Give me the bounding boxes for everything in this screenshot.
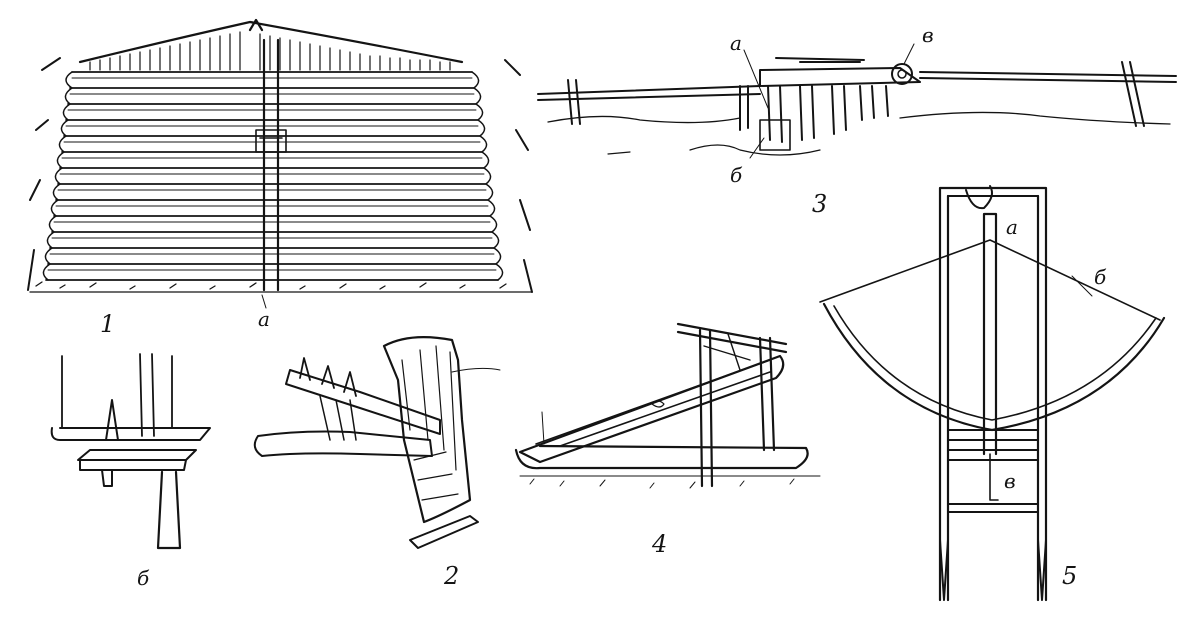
figure-1b-trigger-detail: [50, 353, 211, 550]
figure-5-part-b: б: [1094, 265, 1107, 289]
figure-5-part-a: а: [1006, 215, 1018, 239]
figure-5-number: 5: [1062, 562, 1077, 590]
figure-3-part-a: а: [730, 31, 742, 55]
figure-5-part-v: в: [1004, 469, 1016, 493]
figure-3-pole-trap: [537, 43, 1177, 159]
figure-5-crossbow-trap: [819, 185, 1166, 602]
figure-2-bark-trap: [253, 336, 501, 549]
figure-1-number: 1: [100, 310, 115, 338]
figure-4-number: 4: [651, 530, 667, 558]
figure-3-part-v: в: [922, 23, 934, 47]
figure-4-log-trap: [514, 322, 821, 489]
figure-3-part-b: б: [730, 163, 743, 187]
figure-2-number: 2: [443, 562, 459, 590]
figure-1-log-fence: [27, 18, 533, 309]
figure-labels: 1 а б 2 3 а б в 4 5 а б в: [100, 23, 1107, 590]
figure-1-part-b: б: [137, 566, 150, 590]
figure-3-number: 3: [812, 190, 827, 218]
figure-1-part-a: а: [258, 307, 270, 331]
